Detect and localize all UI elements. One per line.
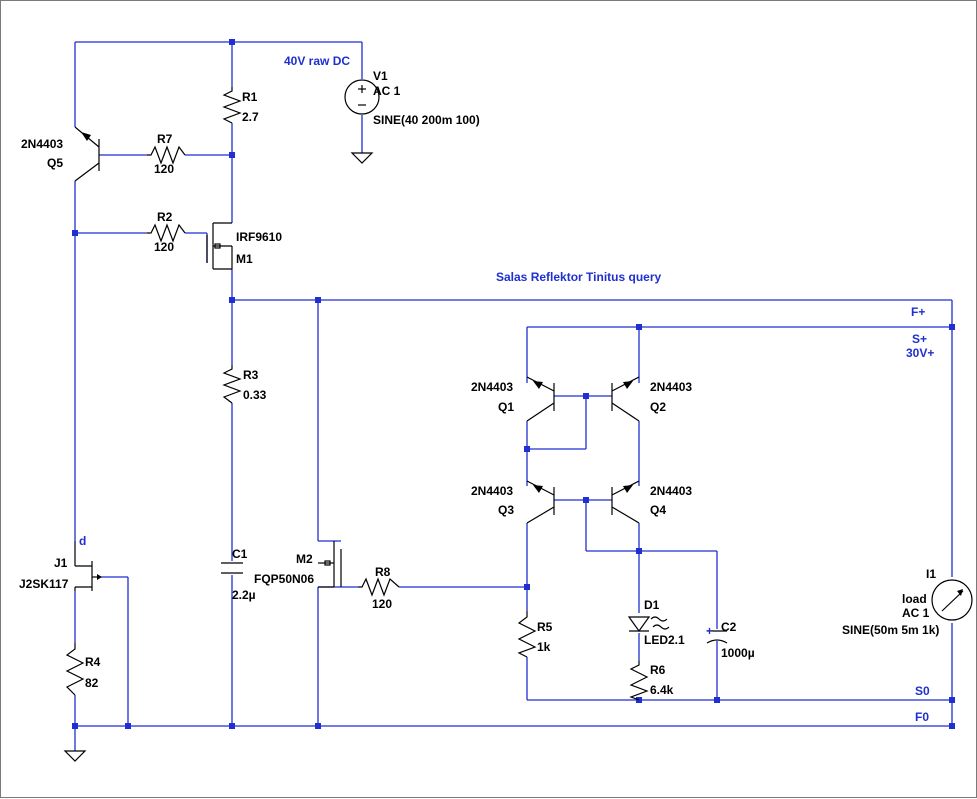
m2-name: M2 [296, 552, 313, 566]
r1-name: R1 [242, 90, 258, 104]
r8-value: 120 [372, 597, 392, 611]
net-label-f0: F0 [915, 710, 929, 724]
v1-ac: AC 1 [373, 84, 401, 98]
j1-name: J1 [54, 556, 68, 570]
c2-value: 1000µ [721, 646, 755, 660]
schematic-title: Salas Reflektor Tinitus query [496, 270, 661, 284]
r1-symbol [222, 87, 242, 124]
r6-symbol [629, 661, 649, 701]
r5-symbol [517, 611, 537, 658]
q5-symbol [74, 126, 100, 182]
q1-symbol [526, 376, 555, 422]
r6-name: R6 [650, 663, 666, 677]
r7-name: R7 [157, 132, 173, 146]
c2-name: C2 [721, 620, 737, 634]
c1-symbol [221, 562, 243, 574]
r5-value: 1k [537, 640, 551, 654]
r4-symbol [65, 643, 85, 696]
m1-model: IRF9610 [236, 230, 282, 244]
q3-model: 2N4403 [471, 484, 513, 498]
m1-symbol [206, 222, 233, 270]
r7-value: 120 [154, 162, 174, 176]
q5-name: Q5 [47, 156, 63, 170]
junctions [72, 39, 955, 729]
q2-name: Q2 [650, 400, 666, 414]
m2-symbol [318, 541, 342, 588]
q3-name: Q3 [498, 503, 514, 517]
r3-name: R3 [243, 368, 259, 382]
m1-name: M1 [236, 252, 253, 266]
q3-symbol [526, 480, 555, 524]
net-label-f-plus: F+ [911, 305, 925, 319]
q4-model: 2N4403 [650, 484, 692, 498]
c2-symbol: + [706, 624, 728, 644]
r2-value: 120 [154, 240, 174, 254]
r8-name: R8 [375, 565, 391, 579]
r4-name: R4 [85, 655, 101, 669]
d1-name: D1 [644, 598, 660, 612]
i1-symbol [931, 579, 973, 621]
ground-symbol-main [63, 750, 87, 762]
r8-symbol [358, 577, 400, 597]
r7-symbol [147, 145, 186, 165]
v1-name: V1 [373, 69, 388, 83]
q4-name: Q4 [650, 503, 666, 517]
d1-value: LED2.1 [644, 633, 685, 647]
r4-value: 82 [85, 676, 99, 690]
net-label-30v: 30V+ [906, 346, 934, 360]
i1-line1: load [902, 592, 927, 606]
supply-label: 40V raw DC [284, 54, 350, 68]
c1-value: 2.2µ [232, 588, 256, 602]
net-label-s0: S0 [915, 684, 930, 698]
q2-model: 2N4403 [650, 380, 692, 394]
r3-symbol [222, 365, 242, 404]
j1-model: J2SK117 [19, 577, 69, 591]
m2-model: FQP50N06 [254, 572, 314, 586]
r2-symbol [147, 223, 186, 243]
q1-name: Q1 [498, 400, 514, 414]
q1-model: 2N4403 [471, 380, 513, 394]
q4-symbol [611, 480, 640, 524]
j1-symbol [74, 541, 102, 591]
i1-value: SINE(50m 5m 1k) [842, 623, 939, 637]
i1-name: I1 [926, 567, 936, 581]
d1-symbol [627, 616, 670, 633]
j1-pin-label: d [79, 534, 86, 548]
c1-name: C1 [232, 547, 248, 561]
v1-symbol [344, 79, 380, 115]
svg-text:+: + [706, 624, 713, 638]
net-label-s-plus: S+ [912, 332, 927, 346]
r5-name: R5 [537, 620, 553, 634]
ground-symbol-v1 [350, 152, 374, 164]
q2-symbol [611, 376, 640, 422]
wires [74, 41, 953, 751]
r2-name: R2 [157, 210, 173, 224]
q5-model: 2N4403 [21, 137, 63, 151]
r1-value: 2.7 [242, 110, 259, 124]
r3-value: 0.33 [243, 388, 267, 402]
v1-value: SINE(40 200m 100) [373, 113, 480, 127]
r6-value: 6.4k [650, 683, 674, 697]
i1-ac: AC 1 [902, 606, 930, 620]
